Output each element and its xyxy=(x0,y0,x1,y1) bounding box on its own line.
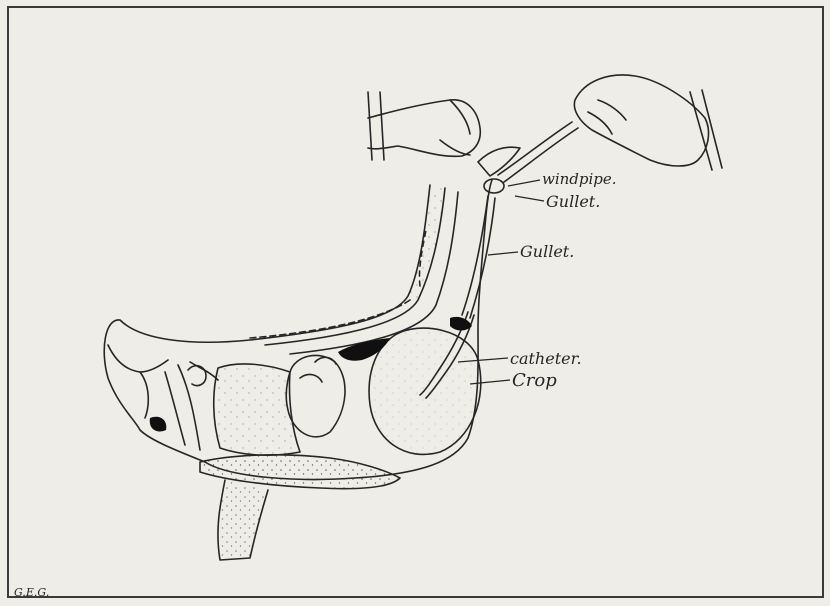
artist-signature: G.E.G. xyxy=(14,586,49,599)
bird-beak xyxy=(478,147,520,176)
windpipe-leader xyxy=(508,180,540,186)
gullet-tube xyxy=(462,196,488,315)
crop-label: Crop xyxy=(512,370,557,391)
left-hand xyxy=(368,100,480,157)
right-hand xyxy=(574,75,708,166)
windpipe-label: windpipe. xyxy=(542,170,617,188)
gullet-upper-label: Gullet. xyxy=(546,192,600,211)
gullet-upper-leader xyxy=(515,196,544,201)
bird-head xyxy=(108,345,168,372)
catheter-label: catheter. xyxy=(510,349,582,368)
gullet-lower-leader xyxy=(488,252,518,255)
gullet-lower-label: Gullet. xyxy=(520,242,574,261)
heart xyxy=(286,355,345,436)
